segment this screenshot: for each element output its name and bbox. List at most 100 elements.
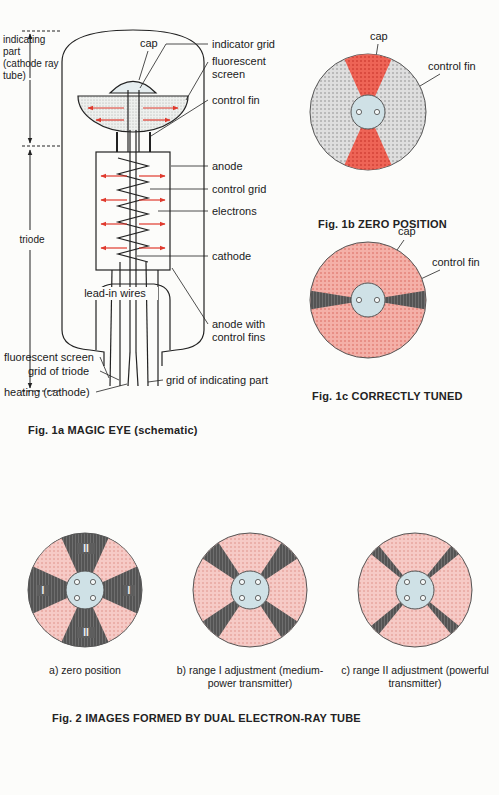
range-mark: II (77, 627, 95, 638)
figure-caption: Fig. 2 IMAGES FORMED BY DUAL ELECTRON-RA… (52, 712, 492, 725)
shadow-sector (93, 598, 137, 642)
electron-arrows (101, 175, 127, 176)
cathode (135, 130, 136, 352)
fluorescent-screen (193, 533, 307, 647)
image-caption: a) zero position (6, 664, 164, 677)
pin-label: heating (cathode) (4, 386, 98, 399)
dimension-bracket (22, 31, 60, 391)
control-fin (90, 595, 95, 600)
shadow-sector (93, 539, 137, 583)
part-label: cap (398, 225, 420, 238)
magic-eye-tube (62, 30, 204, 386)
indicator-grid (127, 90, 128, 152)
fluorescent-screen (78, 96, 188, 132)
image-caption: c) range II adjustment (powerful transmi… (340, 664, 490, 690)
electron-arrows (96, 119, 124, 120)
electron-arrows (101, 199, 127, 200)
control-fin (404, 579, 409, 584)
control-fin (420, 579, 425, 584)
lead-in-wire (146, 262, 148, 386)
pin-label: grid of indicating part (166, 374, 296, 387)
lead-in-wire (136, 352, 138, 386)
fluorescent-screen (310, 54, 426, 170)
shadow-sector (345, 54, 392, 96)
shadow-sector (371, 602, 403, 634)
dimension-bracket (22, 31, 60, 32)
electron-arrows (101, 223, 127, 224)
control-fin (239, 595, 244, 600)
electron-arrows (101, 247, 127, 248)
shadow-sector (345, 128, 392, 170)
cap (351, 95, 385, 129)
electron-arrows (139, 175, 165, 176)
leader-line (171, 166, 208, 167)
fluorescent-screen (358, 533, 472, 647)
leader-line (172, 268, 208, 324)
shadow-sector (203, 600, 240, 637)
shadow-sector (260, 600, 297, 637)
control-fin (90, 579, 95, 584)
control-fin (255, 579, 260, 584)
leader-line (151, 100, 208, 136)
part-label: cathode (212, 250, 282, 263)
part-label: indicating part (cathode ray tube) (3, 34, 59, 82)
indicator-grid (138, 90, 139, 152)
dimension-bracket (30, 150, 31, 230)
part-label: control fin (212, 94, 292, 107)
part-label: cap (140, 37, 162, 50)
control-fin (239, 579, 244, 584)
cap (351, 283, 385, 317)
shadow-sector (34, 598, 78, 642)
leader-line (100, 371, 119, 380)
range-mark: I (123, 585, 135, 596)
part-label: indicator grid (212, 38, 302, 51)
control-fin (404, 595, 409, 600)
fluorescent-screen (28, 533, 142, 647)
eye-image (310, 54, 426, 170)
shadow-sector (385, 291, 426, 309)
range-mark: II (77, 543, 95, 554)
eye-image (310, 242, 426, 358)
image-caption: b) range I adjustment (medium-power tran… (175, 664, 325, 690)
pin-label: fluorescent screen (4, 351, 102, 364)
shadow-sector (34, 539, 78, 583)
eye-images (28, 54, 472, 647)
part-label: lead-in wires (72, 287, 158, 300)
part-label: control fin (428, 60, 494, 73)
eye-image (193, 533, 307, 647)
pin-label: grid of triode (28, 365, 102, 378)
eye-image (358, 533, 472, 647)
electron-arrows (143, 107, 178, 108)
control-fin (420, 595, 425, 600)
shadow-sector (310, 291, 351, 309)
electron-arrows (139, 199, 165, 200)
control-fin (374, 297, 379, 302)
figure-caption: Fig. 1a MAGIC EYE (schematic) (28, 424, 268, 437)
electron-arrows (139, 247, 165, 248)
glass-bulb (62, 30, 204, 366)
control-fin (356, 109, 361, 114)
eye-image (28, 533, 142, 647)
leader-line (150, 189, 208, 190)
part-label: anode (212, 160, 272, 173)
dimension-bracket (22, 146, 60, 147)
control-fin (356, 297, 361, 302)
shadow-sector (427, 546, 459, 578)
leader-line (137, 256, 208, 257)
electron-arrows (88, 107, 124, 108)
electron-arrows (139, 223, 165, 224)
electron-arrows (88, 108, 178, 248)
control-fin (116, 132, 118, 152)
fluorescent-screen (310, 242, 426, 358)
cap (231, 571, 269, 609)
cap (396, 571, 434, 609)
leader-line (139, 51, 148, 80)
leader-line (140, 44, 208, 88)
shadow-sector (371, 546, 403, 578)
part-label: control fin (432, 256, 494, 269)
leader-line (186, 62, 208, 100)
electron-arrows (143, 119, 170, 120)
cap (66, 571, 104, 609)
range-mark: I (37, 585, 49, 596)
